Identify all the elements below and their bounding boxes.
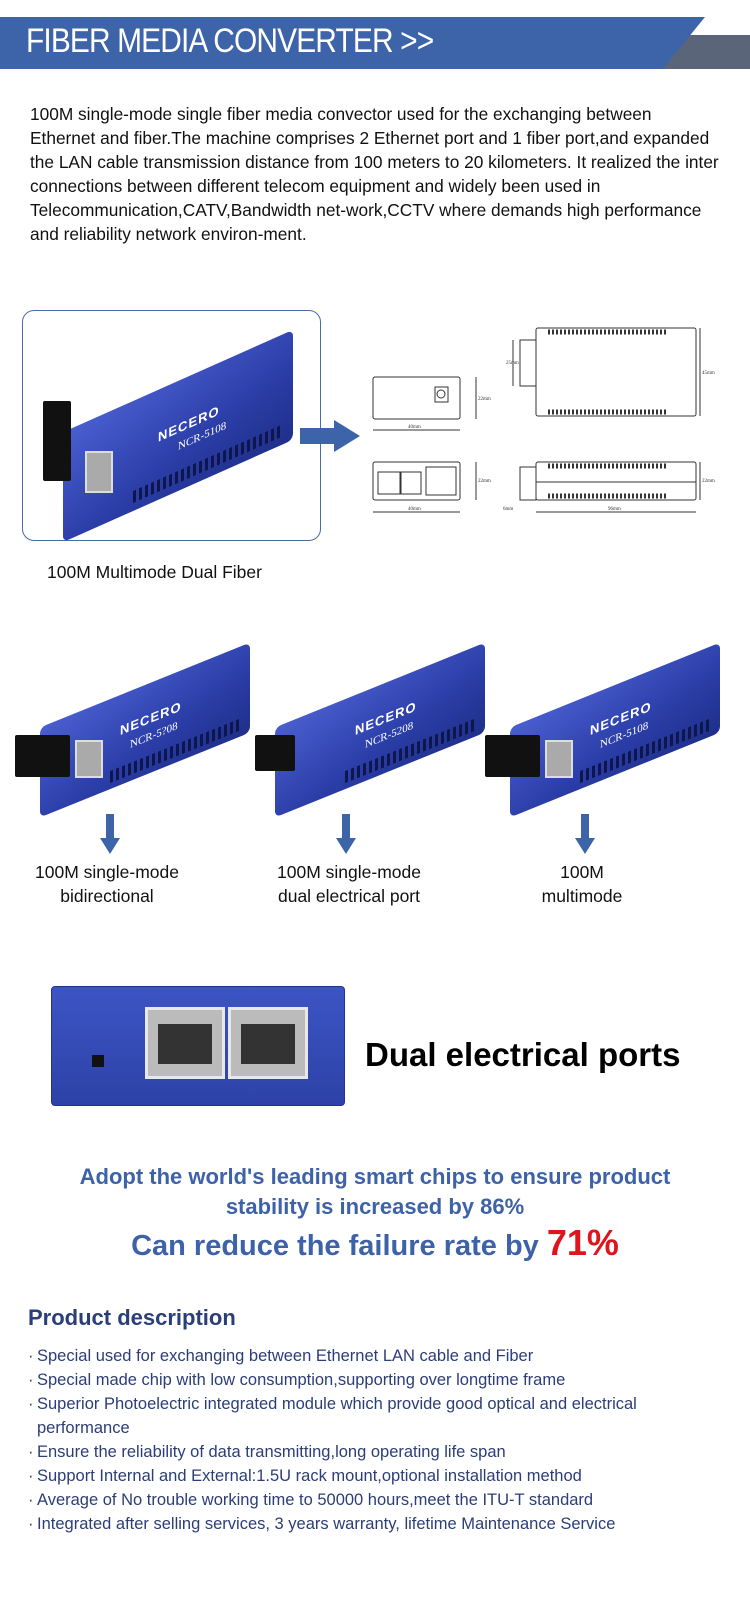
arrow-down-icon xyxy=(100,814,120,854)
svg-text:40mm: 40mm xyxy=(408,507,421,512)
intro-text: 100M single-mode single fiber media conv… xyxy=(30,104,719,244)
svg-text:6mm: 6mm xyxy=(503,507,513,512)
svg-text:22mm: 22mm xyxy=(478,397,491,402)
svg-text:40mm: 40mm xyxy=(408,425,421,430)
svg-text:96mm: 96mm xyxy=(608,507,621,512)
list-item: Special made chip with low consumption,s… xyxy=(28,1368,728,1392)
dual-ports-heading: Dual electrical ports xyxy=(365,1036,681,1073)
arrow-down-icon xyxy=(575,814,595,854)
product-photo: NECERO NCR-5108 xyxy=(22,310,321,541)
list-item: Superior Photoelectric integrated module… xyxy=(28,1392,728,1440)
svg-text:22mm: 22mm xyxy=(702,479,715,484)
promo-text: Adopt the world's leading smart chips to… xyxy=(79,1164,671,1219)
header-band xyxy=(0,17,705,69)
dimension-drawings: 40mm 22mm 40mm 22mm 25mm 45mm 6mm 96mm 22mm xyxy=(372,327,715,513)
dual-port-photo xyxy=(51,986,345,1106)
description-title: Product description xyxy=(28,1305,236,1330)
svg-text:45mm: 45mm xyxy=(702,371,715,376)
description-list: Special used for exchanging between Ethe… xyxy=(28,1344,728,1536)
failure-rate-percent: 71% xyxy=(546,1222,619,1263)
list-item: Special used for exchanging between Ethe… xyxy=(28,1344,728,1368)
arrow-down-icon xyxy=(336,814,356,854)
list-item: Integrated after selling services, 3 yea… xyxy=(28,1512,728,1536)
svg-text:22mm: 22mm xyxy=(478,479,491,484)
list-item: Ensure the reliability of data transmitt… xyxy=(28,1440,728,1464)
product-caption: 100M Multimode Dual Fiber xyxy=(47,562,262,582)
page-title: FIBER MEDIA CONVERTER >> xyxy=(26,22,434,60)
list-item: Average of No trouble working time to 50… xyxy=(28,1488,728,1512)
svg-text:25mm: 25mm xyxy=(506,361,519,366)
failure-rate-text: Can reduce the failure rate by 71% xyxy=(131,1222,619,1263)
arrow-right-icon xyxy=(300,420,360,452)
list-item: Support Internal and External:1.5U rack … xyxy=(28,1464,728,1488)
